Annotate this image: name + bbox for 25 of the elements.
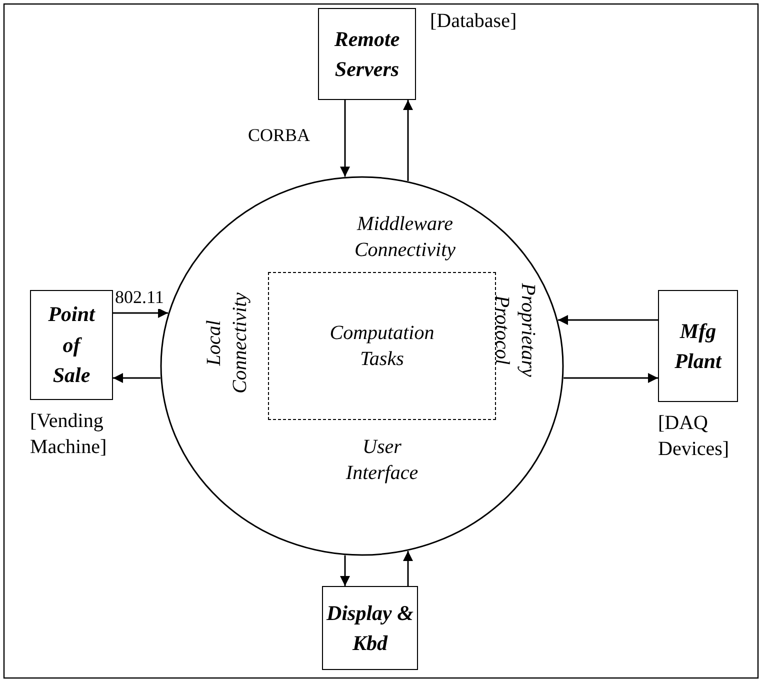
arrow (403, 100, 413, 181)
region-label: User Interface (344, 435, 420, 486)
node-caption: [DAQ Devices] (658, 411, 730, 462)
box-label: Display & Kbd (325, 600, 414, 657)
arrow (403, 551, 413, 586)
box-label: Computation Tasks (328, 321, 436, 372)
arrow (340, 100, 350, 177)
arrow (113, 373, 160, 383)
region-label: Proprietary Protocol (490, 282, 540, 379)
box-label: Point of Sale (47, 301, 96, 390)
arrow (564, 373, 658, 383)
region-label: Middleware Connectivity (353, 212, 457, 263)
region-label: Local Connectivity (202, 291, 252, 396)
process-box (30, 290, 113, 400)
box-label: Mfg Plant (674, 318, 723, 375)
process-box (322, 586, 418, 670)
arrow (558, 315, 658, 325)
dashed-box (268, 272, 496, 420)
box-label: Remote Servers (333, 26, 401, 83)
node-caption: [Vending Machine] (30, 409, 108, 460)
process-box (318, 8, 416, 100)
arrow (113, 308, 168, 318)
arrow (340, 555, 350, 586)
process-box (658, 290, 738, 402)
node-caption: [Database] (430, 9, 518, 34)
